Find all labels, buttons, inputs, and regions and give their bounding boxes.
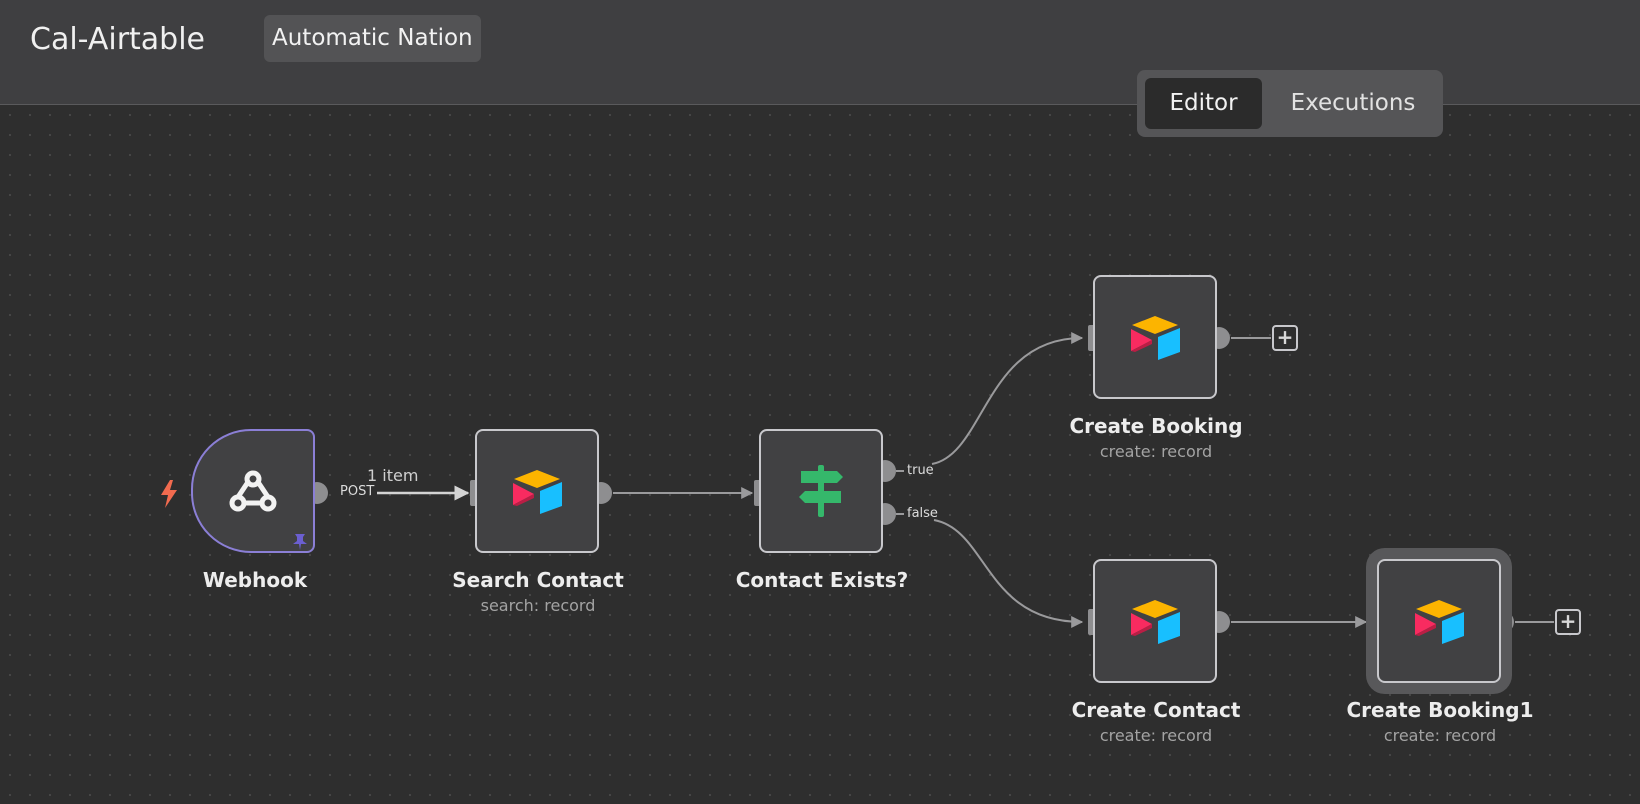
webhook-output-label: POST	[340, 484, 375, 499]
node-subtitle: create: record	[1383, 726, 1497, 745]
pin-icon[interactable]	[292, 533, 308, 551]
node-subtitle: search: record	[480, 596, 596, 615]
node-create-contact[interactable]	[1093, 559, 1217, 683]
trigger-bolt-icon	[161, 480, 177, 508]
node-name: Create Contact	[1071, 698, 1241, 722]
connection-true-create-booking[interactable]	[931, 332, 1084, 465]
items-count-label: 1 item	[367, 466, 419, 485]
node-name: Webhook	[202, 568, 308, 592]
connection-false-create-contact[interactable]	[933, 519, 1084, 628]
airtable-icon	[1131, 600, 1180, 644]
tab-editor[interactable]: Editor	[1145, 78, 1262, 129]
airtable-icon	[1131, 316, 1180, 360]
webhook-icon	[229, 470, 277, 512]
signpost-icon	[799, 465, 843, 517]
airtable-icon	[513, 470, 562, 514]
add-node-button[interactable]: +	[1555, 609, 1581, 635]
node-create-booking1[interactable]	[1377, 559, 1501, 683]
node-create-booking[interactable]	[1093, 275, 1217, 399]
header-bar: Cal-Airtable Automatic Nation	[0, 0, 1640, 105]
node-name: Create Booking1	[1346, 698, 1534, 722]
node-name: Contact Exists?	[735, 568, 909, 592]
tab-executions[interactable]: Executions	[1290, 90, 1416, 116]
node-subtitle: create: record	[1099, 442, 1213, 461]
node-name: Search Contact	[452, 568, 624, 592]
node-name: Create Booking	[1069, 414, 1243, 438]
node-search-contact[interactable]	[475, 429, 599, 553]
if-false-label: false	[907, 506, 938, 521]
airtable-icon	[1415, 600, 1464, 644]
node-subtitle: create: record	[1099, 726, 1213, 745]
node-webhook[interactable]	[191, 429, 315, 553]
project-badge[interactable]: Automatic Nation	[264, 15, 481, 62]
view-tabs: Editor Executions	[1137, 70, 1443, 137]
node-contact-exists[interactable]	[759, 429, 883, 553]
workflow-name[interactable]: Cal-Airtable	[30, 22, 206, 57]
if-true-label: true	[907, 463, 934, 478]
add-node-button[interactable]: +	[1272, 325, 1298, 351]
